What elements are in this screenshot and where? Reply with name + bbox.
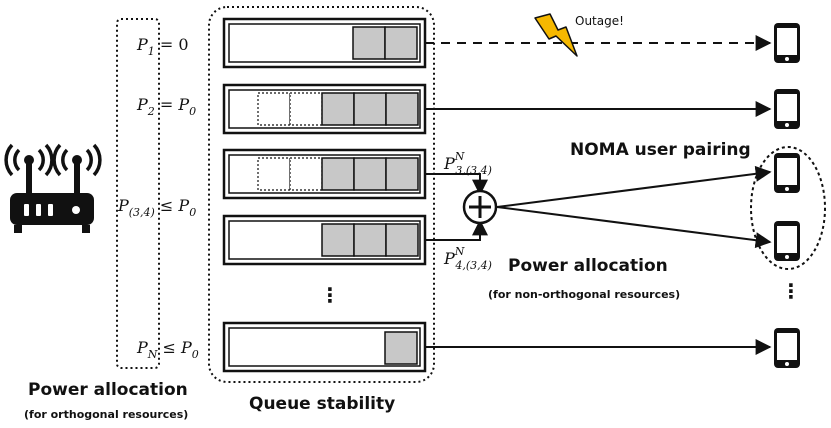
noma-pairing-label: NOMA user pairing [570, 140, 751, 160]
queue-1 [222, 17, 427, 69]
packet [353, 157, 387, 191]
queue-stability-label: Queue stability [249, 394, 395, 414]
label-p2: P2 = P0 [136, 95, 196, 118]
link-noma-user-b [496, 206, 772, 249]
noma-pair-ellipse [750, 146, 826, 270]
phone-icon [774, 23, 800, 63]
phone-icon [774, 89, 800, 129]
queue-4 [222, 214, 427, 266]
label-pn: PN ≤ P0 [136, 338, 199, 361]
label-p1: P1 = 0 [136, 35, 189, 58]
packet [353, 92, 387, 126]
packet [353, 223, 387, 257]
packet [352, 26, 386, 60]
phone-icon [774, 221, 800, 261]
link-queue-4 [425, 219, 488, 241]
packet [384, 331, 418, 365]
superposition-icon [462, 189, 498, 225]
empty-slot [257, 92, 291, 126]
link-noma-user-a [496, 165, 772, 208]
empty-slot [289, 157, 323, 191]
power-allocation-noma-subtitle: (for non-orthogonal resources) [488, 288, 680, 301]
phone-icon [774, 153, 800, 193]
packet [385, 92, 419, 126]
packet [385, 223, 419, 257]
empty-slot [289, 92, 323, 126]
packet [321, 92, 355, 126]
power-allocation-orth-subtitle: (for orthogonal resources) [24, 408, 188, 421]
label-p34: P(3,4) ≤ P0 [117, 196, 196, 219]
user-vdots: ⋮ [781, 279, 801, 303]
queue-stability-box [208, 6, 435, 383]
power-allocation-orth-title: Power allocation [28, 380, 188, 400]
queue-vdots: ⋮ [320, 283, 340, 307]
empty-slot [257, 157, 291, 191]
outage-label: Outage! [575, 14, 624, 28]
queue-3 [222, 148, 427, 200]
packet [321, 223, 355, 257]
orthogonal-power-box [116, 18, 160, 369]
phone-icon [774, 328, 800, 368]
queue-2 [222, 83, 427, 135]
packet [385, 157, 419, 191]
packet [321, 157, 355, 191]
power-allocation-noma-title: Power allocation [508, 256, 668, 276]
link-queue-3 [425, 173, 488, 196]
packet [384, 26, 418, 60]
router-icon [4, 143, 102, 233]
queue-n [222, 321, 427, 373]
lightning-icon [534, 13, 578, 57]
